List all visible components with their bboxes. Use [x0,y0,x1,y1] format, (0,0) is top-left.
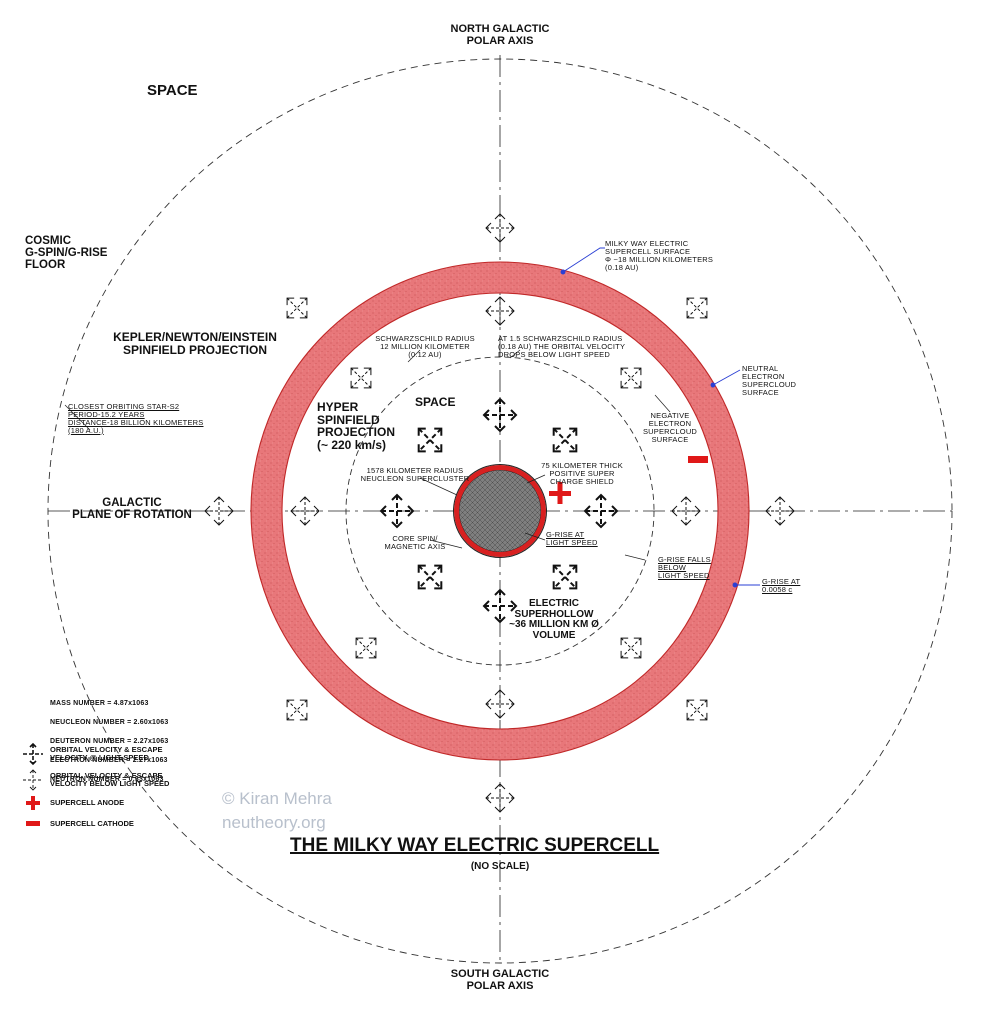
orbital-velocity-arrow-icon [290,496,320,526]
orbital-velocity-arrow-icon [485,783,515,813]
orbital-velocity-arrow-icon [552,564,578,590]
numbers-block: MASS NUMBER = 4.87x1063 NEUCLEON NUMBER … [50,690,168,794]
orbital-velocity-arrow-icon [485,296,515,326]
orbital-velocity-arrow-icon [485,689,515,719]
north-axis-label: NORTH GALACTIC POLAR AXIS [450,23,550,47]
orbital-light-icon [23,742,43,766]
space-inner-label: SPACE [415,395,456,409]
superhollow-label: ELECTRIC SUPERHOLLOW ~36 MILLION KM Ø VO… [509,598,599,641]
galactic-plane-label: GALACTIC PLANE OF ROTATION [72,497,192,522]
charge-shield-ring [454,465,546,557]
legend-orbital-light: ORBITAL VELOCITY & ESCAPE VELOCITY @ LIG… [22,742,163,766]
south-axis-label: SOUTH GALACTIC POLAR AXIS [450,968,550,992]
legend-orbital-below: ORBITAL VELOCITY & ESCAPE VELOCITY BELOW… [22,768,169,792]
supercell-ring-outer-edge [250,261,750,761]
negative-cloud-note: NEGATIVE ELECTRON SUPERCLOUD SURFACE [642,411,698,444]
number-row: DEUTERON NUMBER = 2.27x1063 [50,738,169,746]
closest-star-note: CLOSEST ORBITING STAR-S2 PERIOD-15.2 YEA… [68,402,204,435]
orbital-velocity-arrow-icon [620,637,642,659]
schwarzschild-circle [345,356,655,666]
supercell-surface-note: MILKY WAY ELECTRIC SUPERCELL SURFACE Φ ~… [605,239,714,272]
legend-cathode: SUPERCELL CATHODE [26,819,134,828]
number-row: ELECTRON NUMBER = 2.27x1063 [50,757,168,765]
orbital-velocity-arrow-icon [482,397,518,433]
orbital-velocity-arrow-icon [286,297,308,319]
cosmic-floor-label: COSMIC G-SPIN/G-RISE FLOOR [25,235,108,272]
orbital-velocity-arrow-icon [620,367,642,389]
orbital-velocity-arrow-icon [686,297,708,319]
charge-shield-note: 75 KILOMETER THICK POSITIVE SUPER CHARGE… [541,461,623,486]
orbital-velocity-arrow-icon [671,496,701,526]
page-subtitle: (NO SCALE) [470,861,530,872]
orbital-velocity-arrow-icon [583,493,619,529]
legend-anode-text: SUPERCELL ANODE [50,797,125,807]
watermark-site: neutheory.org [222,813,326,832]
neutral-cloud-note: NEUTRAL ELECTRON SUPERCLOUD SURFACE [742,364,797,397]
orbital-velocity-arrow-icon [417,427,443,453]
cathode-legend-icon [26,821,40,827]
orbital-velocity-arrow-icon [765,496,795,526]
neucleon-cluster-note: 1578 KILOMETER RADIUS NEUCLEON SUPERCLUS… [360,466,470,483]
orbital-velocity-arrow-icon [686,699,708,721]
space-outer-label: SPACE [147,82,198,99]
schwarzschild-note: SCHWARZSCHILD RADIUS 12 MILLION KILOMETE… [375,334,475,359]
orbital-velocity-arrow-icon [350,367,372,389]
cathode-minus-icon [688,456,708,463]
cosmic-floor-circle [47,58,953,964]
orbital-velocity-arrow-icon [485,213,515,243]
core-spin-note: CORE SPIN/ MAGNETIC AXIS [384,534,446,551]
orbital-velocity-arrow-icon [417,564,443,590]
legend-orbital-light-text: ORBITAL VELOCITY & ESCAPE VELOCITY @ LIG… [50,744,163,762]
page-title: THE MILKY WAY ELECTRIC SUPERCELL [290,835,660,856]
number-row: NEUTRON NUMBER = 0.33x1063 [50,775,164,783]
anode-legend-icon [26,796,40,810]
anode-plus-icon [549,482,571,504]
orbital-velocity-arrow-icon [482,588,518,624]
orbital-velocity-arrow-icon [286,699,308,721]
orbital-velocity-arrow-icon [355,637,377,659]
watermark-copyright: © Kiran Mehra [222,789,332,808]
orbital-velocity-arrow-icon [552,427,578,453]
orbital-velocity-arrow-icon [204,496,234,526]
schwarzschild-15-note: AT 1.5 SCHWARZSCHILD RADIUS (0.18 AU) TH… [498,334,626,359]
legend-orbital-below-text: ORBITAL VELOCITY & ESCAPE VELOCITY BELOW… [50,770,170,788]
kepler-label: KEPLER/NEWTON/EINSTEIN SPINFIELD PROJECT… [113,330,277,357]
orbital-below-icon [23,769,43,791]
supercell-ring-inner-edge [281,292,719,730]
g-rise-falls-note: G-RISE FALLS BELOW LIGHT SPEED [658,555,711,580]
annotation-leaders [560,247,760,588]
orbital-velocity-arrow-icon [379,493,415,529]
legend-cathode-text: SUPERCELL CATHODE [50,819,134,828]
supercell-ring [251,262,749,760]
number-row: NEUCLEON NUMBER = 2.60x1063 [50,719,169,727]
g-rise-value-note: G-RISE AT 0.0058 c [762,577,801,594]
legend-anode: SUPERCELL ANODE [26,796,124,810]
g-rise-light-note: G-RISE AT LIGHT SPEED [546,530,598,547]
black-leaders [64,349,671,561]
hyper-spinfield-label: HYPER SPINFIELD PROJECTION (~ 220 km/s) [317,400,396,452]
core-outer-edge [453,464,547,558]
number-row: MASS NUMBER = 4.87x1063 [50,700,149,708]
